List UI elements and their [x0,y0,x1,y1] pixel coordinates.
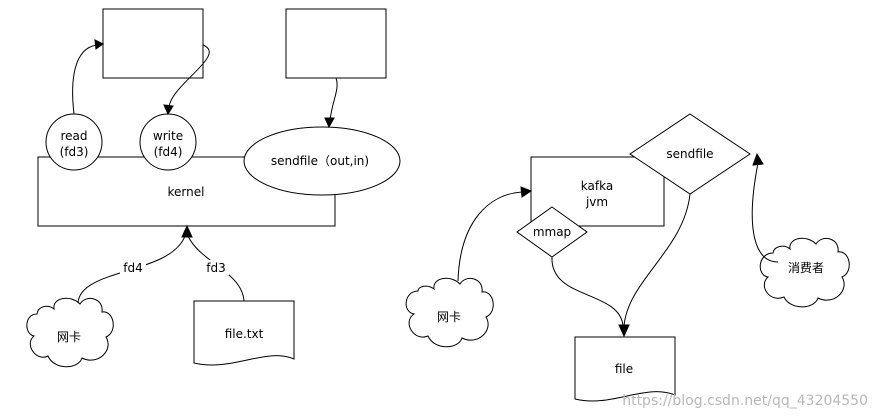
jvm-label: jvm [585,195,608,209]
nic-to-kernel-arrowhead [181,224,193,238]
nic-to-kafka-arrowhead [520,186,533,198]
left-file-label: file.txt [225,327,264,341]
kafka-label: kafka [581,179,613,193]
read-fd-label: (fd3) [60,145,89,159]
left-file-document [193,300,295,366]
left-nic-cloud [26,297,114,368]
read-to-buffer-arrowhead [94,39,104,50]
right-file-label: file [615,362,633,376]
buffer-to-write-edge [168,44,210,109]
fd4-edge-label: fd4 [123,261,142,275]
sendfile-ellipse [243,126,401,196]
right-nic-cloud [405,277,494,348]
user-buffer-box-2 [285,8,387,79]
user-buffer-box-1 [102,8,204,79]
kernel-label: kernel [168,185,205,199]
sendfile-label: sendfile（out,in) [271,154,369,168]
nic-to-kafka-edge [457,191,523,282]
right-sendfile-label: sendfile [666,147,713,161]
mmap-to-file-edge [551,256,624,327]
buffer-to-sendfile-edge [329,77,338,122]
sendfile-to-file-edge [623,193,691,327]
read-to-buffer-edge [72,44,98,115]
fd3-edge-label: fd3 [206,261,225,275]
right-file-document [574,336,676,402]
left-nic-label: 网卡 [57,330,81,344]
buffer-to-write-arrowhead [163,104,174,116]
file-arrowhead [618,324,630,338]
consumer-to-sendfile-edge [751,162,779,263]
consumer-label: 消费者 [788,261,824,275]
right-nic-label: 网卡 [437,310,461,324]
fd4-label-bg [120,260,146,275]
consumer-cloud [759,237,850,308]
consumer-to-sendfile-arrowhead [752,152,764,166]
watermark: https://blog.csdn.net/qq_43204550 [622,393,868,409]
write-label: write [153,129,183,143]
read-label: read [60,129,87,143]
buffer-to-sendfile-arrowhead [324,117,335,129]
fd3-label-bg [203,260,229,275]
write-fd-label: (fd4) [154,145,183,159]
mmap-label: mmap [533,225,571,239]
